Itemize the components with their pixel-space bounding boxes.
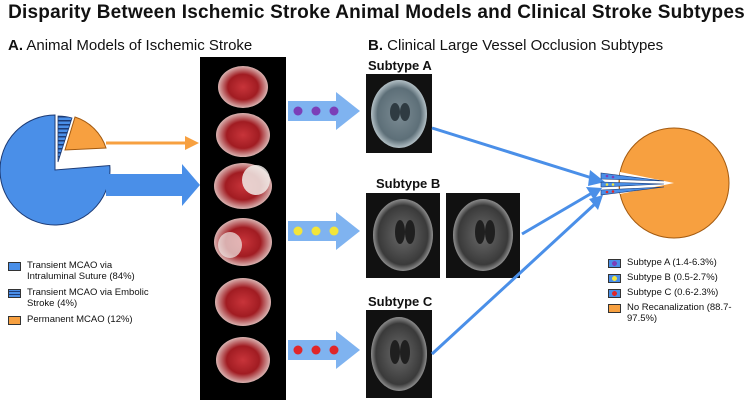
orange-arrow: [106, 136, 199, 150]
section-a-text: Animal Models of Ischemic Stroke: [26, 37, 253, 54]
legend-item-embolic: Transient MCAO via Embolic Stroke (4%): [8, 287, 158, 309]
legend-swatch-subtype-c: [608, 289, 621, 298]
legend-label-subtype-c: Subtype C (0.6-2.3%): [627, 287, 719, 298]
legend-label-no-recanalization: No Recanalization (88.7-97.5%): [627, 302, 732, 324]
legend-item-subtype-a: Subtype A (1.4-6.3%): [608, 257, 753, 268]
blue-big-arrow: [106, 164, 200, 206]
legend-swatch-subtype-a: [608, 259, 621, 268]
legend-label-permanent: Permanent MCAO (12%): [27, 314, 133, 325]
legend-right: Subtype A (1.4-6.3%) Subtype B (0.5-2.7%…: [608, 257, 753, 324]
legend-swatch-no-recanalization: [608, 304, 621, 313]
pie-slice-embolic: [57, 115, 73, 163]
section-a-letter: A.: [8, 37, 23, 54]
legend-item-permanent: Permanent MCAO (12%): [8, 314, 158, 325]
subtype-c-label: Subtype C: [368, 294, 433, 309]
legend-item-no-recanalization: No Recanalization (88.7-97.5%): [608, 302, 753, 324]
section-b-text: Clinical Large Vessel Occlusion Subtypes: [387, 37, 664, 54]
arrow-subtype-c: [288, 331, 360, 369]
arrow-subtype-b: [288, 212, 360, 250]
legend-item-suture: Transient MCAO via Intraluminal Suture (…: [8, 260, 158, 282]
legend-swatch-subtype-b: [608, 274, 621, 283]
legend-left: Transient MCAO via Intraluminal Suture (…: [8, 260, 158, 325]
section-a-title: A. Animal Models of Ischemic Stroke: [8, 37, 252, 54]
figure-title: Disparity Between Ischemic Stroke Animal…: [8, 2, 745, 23]
brain-slices: [214, 66, 272, 383]
legend-label-suture: Transient MCAO via Intraluminal Suture (…: [27, 260, 135, 282]
section-b-title: B. Clinical Large Vessel Occlusion Subty…: [368, 37, 663, 54]
legend-item-subtype-b: Subtype B (0.5-2.7%): [608, 272, 753, 283]
pie-slice-a: [600, 172, 665, 182]
subtype-a-label: Subtype A: [368, 58, 432, 73]
animal-model-pie: [0, 114, 111, 226]
legend-label-subtype-b: Subtype B (0.5-2.7%): [627, 272, 718, 283]
clinical-pie: [600, 127, 730, 239]
subtype-b-label: Subtype B: [376, 176, 441, 191]
pie-slice-c: [600, 186, 665, 196]
legend-swatch-permanent: [8, 316, 21, 325]
legend-item-subtype-c: Subtype C (0.6-2.3%): [608, 287, 753, 298]
legend-label-embolic: Transient MCAO via Embolic Stroke (4%): [27, 287, 149, 309]
pie-slice-suture: [0, 114, 111, 226]
legend-label-subtype-a: Subtype A (1.4-6.3%): [627, 257, 717, 268]
pie-slice-b: [600, 181, 665, 188]
section-b-letter: B.: [368, 37, 383, 54]
pie-slice-permanent: [64, 116, 107, 151]
legend-swatch-embolic: [8, 289, 21, 298]
arrow-subtype-a: [288, 92, 360, 130]
legend-swatch-suture: [8, 262, 21, 271]
